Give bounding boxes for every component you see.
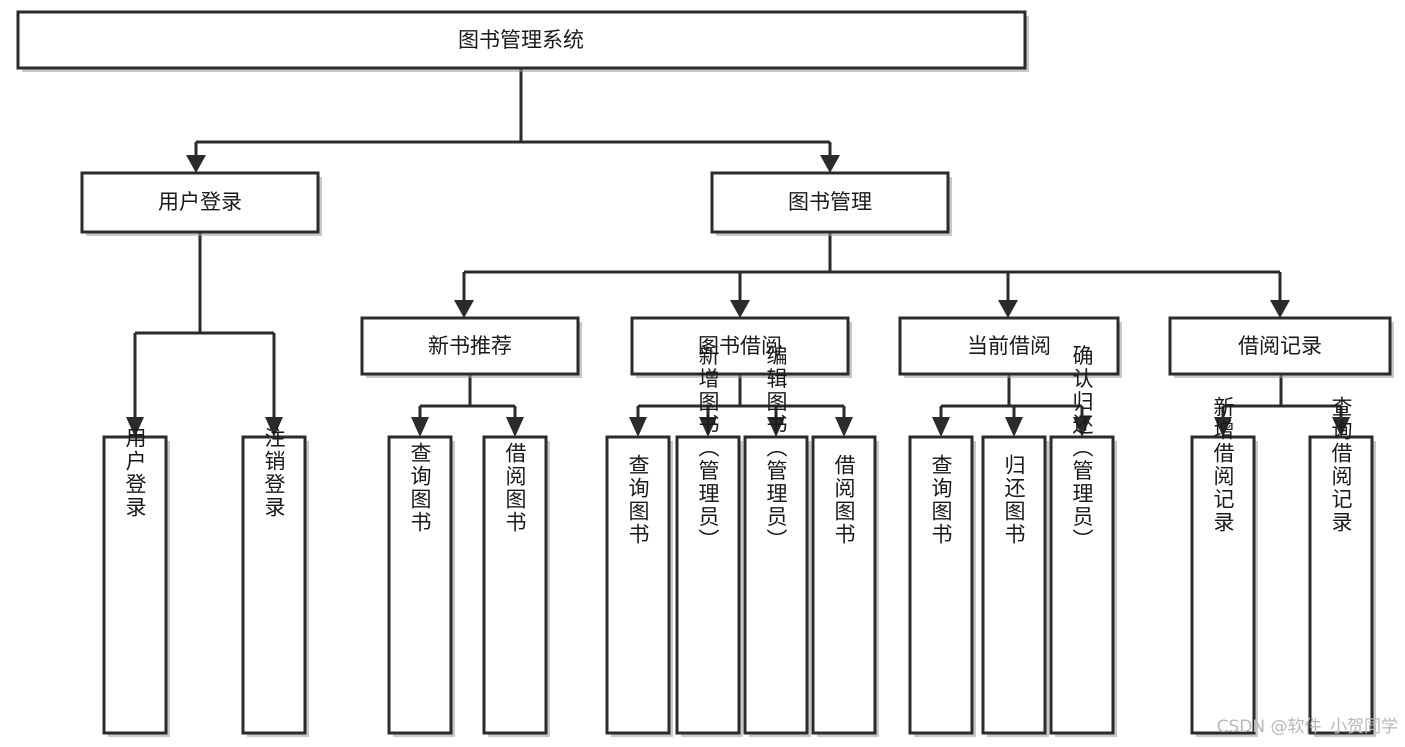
leaf-user-login[interactable]: 用户登录 bbox=[102, 427, 170, 737]
leaf-query-book-3-rect bbox=[908, 435, 974, 735]
book-management-label: 图书管理 bbox=[788, 190, 872, 214]
leaf-query-borrow-record[interactable]: 查询借阅记录 bbox=[1308, 396, 1376, 737]
arrowhead-book-management bbox=[820, 155, 840, 173]
leaf-user-login-rect bbox=[102, 435, 168, 735]
leaf-query-book-3[interactable]: 查询图书 bbox=[908, 435, 976, 737]
leaf-borrow-book-1-label: 借阅图书 bbox=[503, 442, 527, 534]
leaf-query-book-1-label: 查询图书 bbox=[408, 442, 432, 534]
leaf-logout-login-rect bbox=[241, 435, 307, 735]
edge-layer bbox=[126, 68, 1350, 437]
node-borrow-record[interactable]: 借阅记录 bbox=[1168, 316, 1394, 378]
current-borrow-rect bbox=[898, 316, 1120, 376]
arrowhead-leaf-confirm-return bbox=[1073, 417, 1091, 437]
arrowhead-leaf-add-book bbox=[699, 417, 717, 437]
leaf-query-borrow-record-rect bbox=[1308, 435, 1374, 735]
leaf-return-book-label: 归还图书 bbox=[1002, 454, 1026, 546]
leaf-borrow-book-2-label: 借阅图书 bbox=[832, 454, 856, 546]
user-login-rect bbox=[80, 171, 320, 234]
leaf-edit-book-admin-label: 编辑图书（管理员） bbox=[764, 345, 788, 552]
arrowhead-currentborrow bbox=[998, 300, 1018, 318]
arrowhead-user-login bbox=[186, 155, 206, 173]
leaf-borrow-book-2[interactable]: 借阅图书 bbox=[811, 435, 879, 737]
leaf-borrow-book-1-rect bbox=[482, 435, 548, 735]
leaf-logout-login-label: 注销登录 bbox=[262, 427, 286, 519]
arrowhead-leaf-return-book bbox=[1005, 417, 1023, 437]
arrowhead-leaf-query-book-1 bbox=[411, 417, 429, 437]
current-borrow-label: 当前借阅 bbox=[967, 334, 1051, 358]
arrowhead-leaf-query-borrow-record bbox=[1332, 417, 1350, 437]
arrowhead-leaf-logout bbox=[265, 417, 283, 437]
leaf-confirm-return-admin-label: 确认归还（管理员） bbox=[1070, 345, 1094, 552]
root-rect bbox=[16, 10, 1027, 70]
leaf-query-book-2-label: 查询图书 bbox=[626, 454, 650, 546]
book-management-rect bbox=[710, 171, 950, 234]
leaf-query-book-1-rect bbox=[387, 435, 453, 735]
leaf-borrow-book-1[interactable]: 借阅图书 bbox=[482, 435, 550, 737]
borrow-record-label: 借阅记录 bbox=[1238, 334, 1322, 358]
user-login-label: 用户登录 bbox=[158, 190, 242, 214]
node-book-management[interactable]: 图书管理 bbox=[710, 171, 952, 236]
leaf-query-borrow-record-label: 查询借阅记录 bbox=[1329, 396, 1353, 534]
leaf-user-login-label: 用户登录 bbox=[123, 427, 147, 519]
root-label: 图书管理系统 bbox=[458, 28, 584, 52]
leaf-add-book-admin-label: 新增图书（管理员） bbox=[696, 345, 720, 552]
new-book-recommend-label: 新书推荐 bbox=[428, 334, 512, 358]
arrowhead-newbook bbox=[454, 300, 474, 318]
arrowhead-leaf-query-book-3 bbox=[932, 417, 950, 437]
arrowhead-leaf-borrow-book-2 bbox=[835, 417, 853, 437]
arrowhead-leaf-user-login bbox=[126, 417, 144, 437]
leaf-confirm-return-admin[interactable]: 确认归还（管理员） bbox=[1049, 345, 1117, 738]
leaf-query-book-3-label: 查询图书 bbox=[929, 454, 953, 546]
leaf-query-book-2[interactable]: 查询图书 bbox=[605, 435, 673, 737]
leaf-add-book-admin-rect bbox=[675, 435, 741, 735]
leaf-add-borrow-record-label: 新增借阅记录 bbox=[1211, 396, 1235, 534]
leaf-add-borrow-record-rect bbox=[1190, 435, 1256, 735]
book-borrow-label: 图书借阅 bbox=[698, 334, 782, 358]
arrowhead-bookborrow bbox=[730, 300, 750, 318]
csdn-watermark: CSDN @软件_小贺同学 bbox=[1217, 717, 1398, 737]
leaf-borrow-book-2-rect bbox=[811, 435, 877, 735]
leaf-edit-book-admin[interactable]: 编辑图书（管理员） bbox=[743, 345, 811, 738]
leaf-query-book-2-rect bbox=[605, 435, 671, 735]
leaf-query-book-1[interactable]: 查询图书 bbox=[387, 435, 455, 737]
node-current-borrow[interactable]: 当前借阅 bbox=[898, 316, 1122, 378]
leaf-add-book-admin[interactable]: 新增图书（管理员） bbox=[675, 345, 743, 738]
leaf-add-borrow-record[interactable]: 新增借阅记录 bbox=[1190, 396, 1258, 737]
node-user-login[interactable]: 用户登录 bbox=[80, 171, 322, 236]
leaf-confirm-return-admin-rect bbox=[1049, 435, 1115, 735]
borrow-record-rect bbox=[1168, 316, 1392, 376]
arrowhead-leaf-query-book-2 bbox=[629, 417, 647, 437]
leaf-return-book-rect bbox=[981, 435, 1047, 735]
arrowhead-leaf-borrow-book-1 bbox=[506, 417, 524, 437]
node-root[interactable]: 图书管理系统 bbox=[16, 10, 1029, 72]
book-borrow-rect bbox=[630, 316, 850, 376]
node-book-borrow[interactable]: 图书借阅 bbox=[630, 316, 852, 378]
node-layer: 图书管理系统 用户登录 图书管理 新书推荐 bbox=[16, 10, 1394, 738]
new-book-recommend-rect bbox=[360, 316, 580, 376]
arrowhead-borrowrecord bbox=[1270, 300, 1290, 318]
leaf-logout-login[interactable]: 注销登录 bbox=[241, 427, 309, 737]
arrowhead-leaf-add-borrow-record bbox=[1214, 417, 1232, 437]
arrowhead-leaf-edit-book bbox=[767, 417, 785, 437]
leaf-return-book[interactable]: 归还图书 bbox=[981, 435, 1049, 737]
leaf-edit-book-admin-rect bbox=[743, 435, 809, 735]
node-new-book-recommend[interactable]: 新书推荐 bbox=[360, 316, 582, 378]
